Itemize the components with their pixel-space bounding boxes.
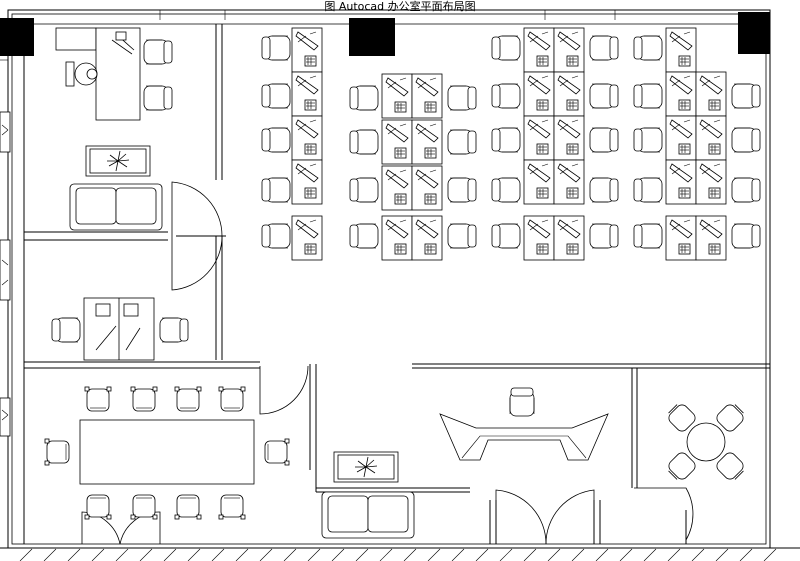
small-office	[51, 297, 189, 361]
workstations	[261, 27, 761, 261]
reception	[321, 387, 609, 539]
manager-office	[55, 27, 173, 231]
left-wall-plants	[0, 111, 11, 437]
conference-room	[44, 386, 290, 520]
doors	[81, 181, 694, 545]
lounge	[664, 400, 748, 484]
outer-walls	[0, 9, 800, 561]
drawing-title: 图 Autocad 办公室平面布局图	[324, 0, 475, 13]
structural-columns	[0, 12, 770, 56]
